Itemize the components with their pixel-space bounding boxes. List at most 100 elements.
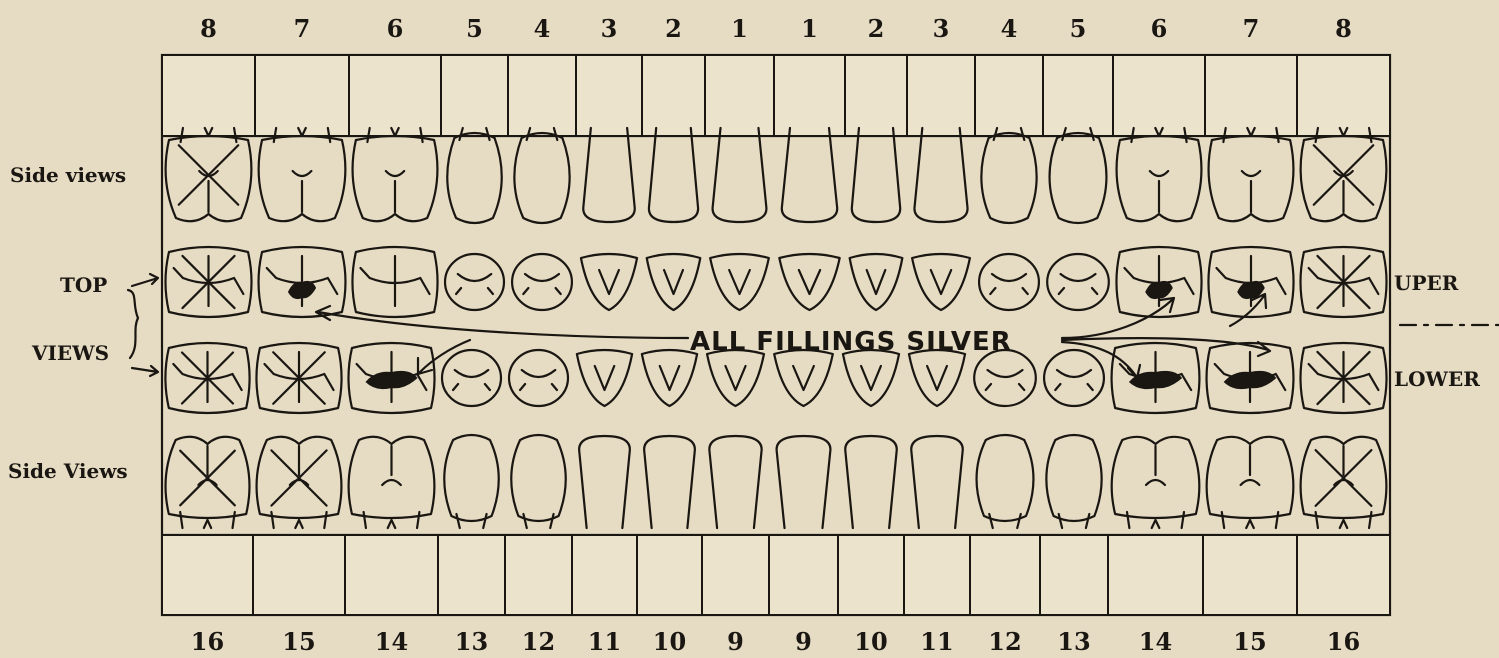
side-view-tooth	[977, 435, 1034, 521]
side-view-tooth	[845, 436, 897, 528]
lower-tooth-number: 10	[854, 627, 887, 656]
side-view-tooth	[1050, 133, 1107, 223]
upper-tooth-number: 2	[665, 14, 682, 43]
lower-tooth-number: 15	[282, 627, 315, 656]
lower-tooth-number: 11	[920, 627, 953, 656]
tooth-fissure	[1217, 256, 1286, 306]
tooth-ridge	[660, 366, 680, 390]
lower-number-box	[345, 535, 438, 615]
lower-number-box	[637, 535, 702, 615]
tooth-root	[364, 512, 420, 528]
top-view-tooth	[909, 350, 965, 406]
upper-number-box	[642, 55, 705, 136]
top-view-tooth	[707, 350, 764, 406]
side-views-upper-label: Side views	[10, 163, 126, 187]
filling-mark	[365, 371, 417, 389]
tooth-fissure	[456, 274, 493, 294]
tooth-ridge	[664, 270, 683, 294]
tooth-fissure	[361, 256, 430, 306]
tooth-fissure	[1146, 446, 1165, 485]
lower-number-box	[162, 535, 253, 615]
lower-tooth-number: 13	[1057, 627, 1090, 656]
tooth-fissure	[1150, 171, 1168, 212]
tooth-fissure	[386, 171, 404, 212]
upper-number-box	[1205, 55, 1297, 136]
tooth-ridge	[927, 366, 947, 390]
top-view-tooth	[710, 254, 769, 310]
top-view-tooth	[779, 254, 839, 310]
upper-number-box	[162, 55, 255, 136]
lower-number-boxes	[162, 535, 1390, 615]
lower-number-box	[1297, 535, 1390, 615]
top-label: TOP	[60, 273, 107, 297]
tooth-root	[271, 512, 326, 528]
lower-tooth-number: 14	[1139, 627, 1172, 656]
side-views-lower-label: Side Views	[8, 459, 128, 483]
top-view-tooth	[647, 254, 701, 310]
top-pointer-arrow	[132, 274, 158, 286]
tooth-ridge	[595, 366, 615, 390]
top-view-tooth	[850, 254, 903, 310]
upper-tooth-number: 3	[601, 14, 618, 43]
top-view-tooth	[642, 350, 697, 406]
lower-number-box	[1108, 535, 1203, 615]
side-view-tooth	[852, 128, 900, 222]
upper-tooth-number: 4	[1001, 14, 1018, 43]
side-view-tooth	[914, 128, 967, 222]
upper-number-box	[1043, 55, 1113, 136]
lower-tooth-number: 14	[375, 627, 408, 656]
tooth-root	[1316, 512, 1372, 528]
upper-tooth-number: 5	[1070, 14, 1087, 43]
tooth-ridge	[867, 270, 886, 294]
upper-tooth-number: 1	[801, 14, 818, 43]
lower-number-box	[702, 535, 769, 615]
tooth-fissure	[1125, 256, 1194, 306]
lower-number-box	[1040, 535, 1108, 615]
filling-mark	[1224, 371, 1277, 389]
tooth-fissure	[1055, 370, 1092, 390]
upper-tooth-number: 7	[1243, 14, 1260, 43]
side-view-tooth	[444, 435, 498, 521]
side-view-tooth	[579, 436, 630, 528]
side-view-tooth	[649, 128, 698, 222]
views-label: VIEWS	[31, 341, 109, 365]
lower-number-box	[572, 535, 637, 615]
lower-tooth-number: 13	[455, 627, 488, 656]
tooth-fissure	[523, 274, 560, 294]
upper-number-box	[1297, 55, 1390, 136]
lower-number-box	[253, 535, 345, 615]
tooth-root	[180, 512, 235, 528]
tooth-ridge	[931, 270, 951, 294]
arrow-to-upper-2	[316, 306, 688, 338]
lower-side-view-teeth	[166, 435, 1387, 528]
upper-number-box	[845, 55, 907, 136]
side-view-tooth	[981, 133, 1036, 223]
lower-tooth-number: 16	[1327, 627, 1360, 656]
top-view-tooth	[577, 350, 632, 406]
filling-mark	[1145, 281, 1173, 299]
side-view-tooth	[911, 436, 963, 528]
upper-number-box	[349, 55, 441, 136]
tooth-root	[1127, 512, 1184, 528]
top-view-tooth	[912, 254, 970, 310]
tooth-fissure	[267, 256, 338, 306]
fillings-annotation: ALL FILLINGS SILVER	[690, 327, 1012, 357]
tooth-ridge	[599, 270, 619, 294]
tooth-ridge	[729, 270, 750, 294]
lower-number-box	[438, 535, 505, 615]
lower-tooth-number: 10	[653, 627, 686, 656]
upper-number-boxes	[162, 55, 1390, 136]
upper-number-box	[705, 55, 774, 136]
upper-top-view-teeth	[165, 247, 1386, 317]
top-view-tooth	[581, 254, 637, 310]
tooth-fissure	[1334, 171, 1353, 212]
views-brace	[128, 290, 138, 358]
upper-arch-label: UPER	[1394, 271, 1459, 295]
tooth-root	[1222, 512, 1278, 528]
lower-tooth-number: 12	[522, 627, 555, 656]
upper-number-box	[774, 55, 845, 136]
lower-number-box	[769, 535, 838, 615]
upper-tooth-number: 4	[534, 14, 551, 43]
